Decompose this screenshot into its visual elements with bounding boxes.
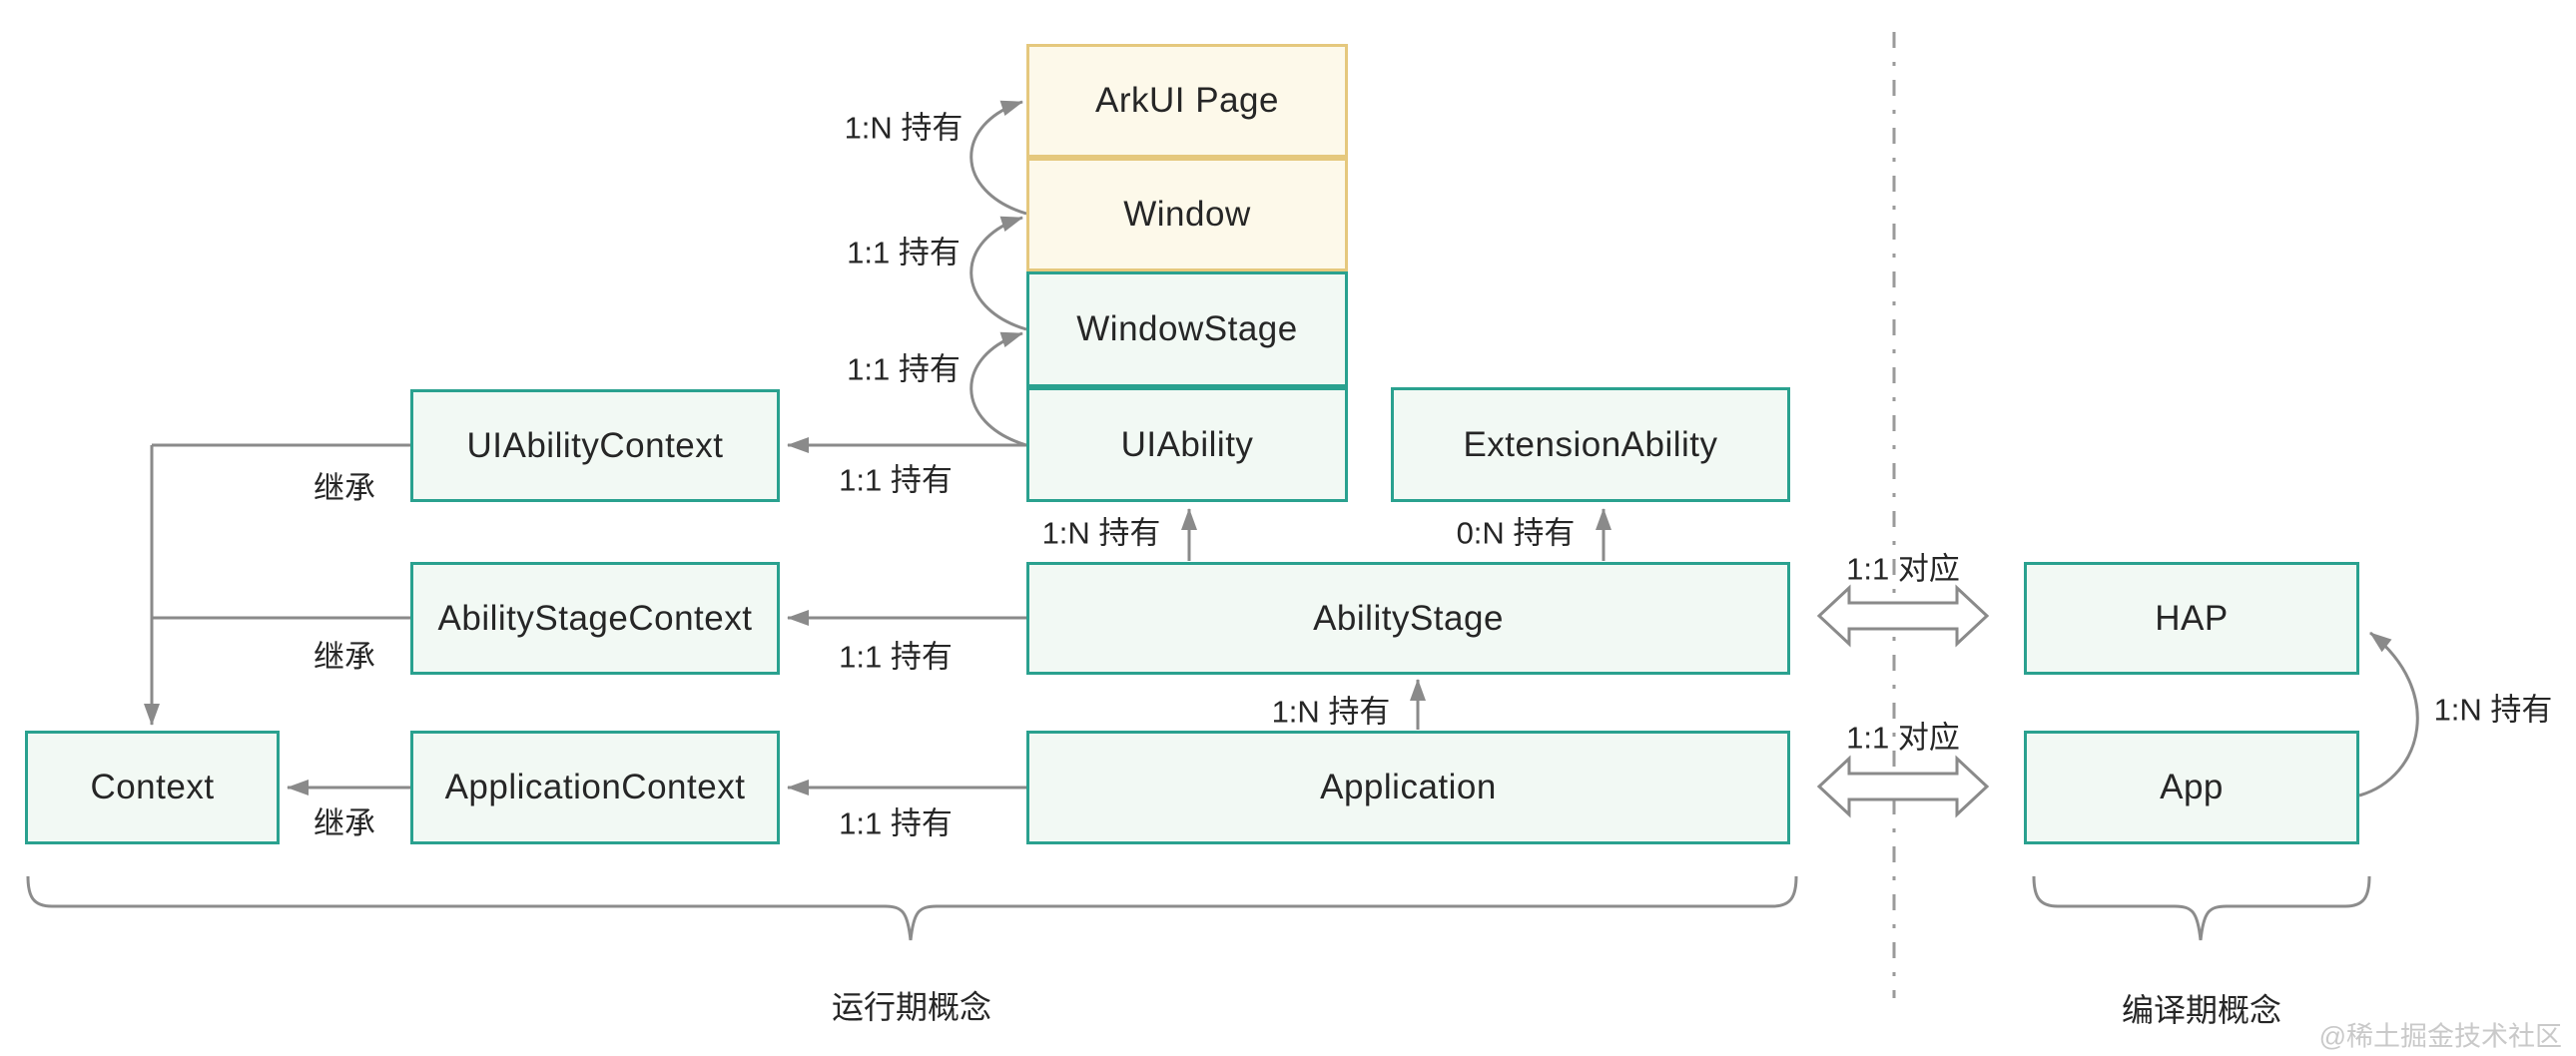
node-windowstage-label: WindowStage <box>1076 309 1298 348</box>
arc-window-to-arkuipage <box>969 100 1027 216</box>
node-applicationcontext-label: ApplicationContext <box>444 768 746 806</box>
node-hap: HAP <box>2024 562 2359 675</box>
node-abilitystage: AbilityStage <box>1026 562 1790 675</box>
double-arrow-abilitystage-hap <box>1816 584 1990 648</box>
node-uiability: UIAbility <box>1026 387 1348 502</box>
node-uiabilitycontext: UIAbilityContext <box>410 389 780 502</box>
node-application-label: Application <box>1320 768 1497 806</box>
arc-windowstage-to-window <box>969 216 1027 331</box>
node-abilitystagecontext: AbilityStageContext <box>410 562 780 675</box>
node-hap-label: HAP <box>2155 598 2229 638</box>
node-arkui-page: ArkUI Page <box>1026 44 1348 158</box>
label-application-holds-abilitystage: 1:N 持有 <box>1271 694 1391 730</box>
label-uiability-holds-uicontext: 1:1 持有 <box>839 462 953 498</box>
label-abilitystage-holds-uiability: 1:N 持有 <box>1041 515 1161 551</box>
double-arrow-application-app <box>1816 755 1990 818</box>
section-label-compile: 编译期概念 <box>2121 992 2282 1028</box>
label-window-holds-page: 1:N 持有 <box>844 110 964 146</box>
node-abilitystagecontext-label: AbilityStageContext <box>437 598 753 638</box>
node-uiabilitycontext-label: UIAbilityContext <box>466 425 724 465</box>
label-abilitystage-maps-hap: 1:1 对应 <box>1846 551 1960 587</box>
node-abilitystage-label: AbilityStage <box>1313 598 1504 638</box>
node-context: Context <box>25 731 280 844</box>
node-app: App <box>2024 731 2359 844</box>
label-abilitystage-holds-stagecontext: 1:1 持有 <box>839 639 953 675</box>
node-context-label: Context <box>90 768 215 806</box>
compile-brace <box>2032 875 2371 941</box>
node-extensionability-label: ExtensionAbility <box>1463 424 1718 464</box>
section-label-runtime: 运行期概念 <box>831 989 992 1025</box>
node-window: Window <box>1026 158 1348 271</box>
node-app-label: App <box>2160 768 2224 806</box>
node-uiability-label: UIAbility <box>1120 424 1254 464</box>
label-inherit-appcontext: 继承 <box>314 805 375 841</box>
node-application: Application <box>1026 731 1790 844</box>
arc-uiability-to-windowstage <box>969 331 1027 447</box>
label-windowstage-holds-window: 1:1 持有 <box>847 235 961 270</box>
node-applicationcontext: ApplicationContext <box>410 731 780 844</box>
label-app-holds-hap: 1:N 持有 <box>2433 692 2553 728</box>
runtime-brace <box>26 875 1798 941</box>
label-inherit-stagecontext: 继承 <box>314 639 375 675</box>
label-uiability-holds-windowstage: 1:1 持有 <box>847 351 961 387</box>
label-application-maps-app: 1:1 对应 <box>1846 720 1960 756</box>
label-abilitystage-holds-extension: 0:N 持有 <box>1456 515 1576 551</box>
node-arkui-page-label: ArkUI Page <box>1095 81 1279 120</box>
node-windowstage: WindowStage <box>1026 271 1348 387</box>
node-window-label: Window <box>1123 195 1251 234</box>
arc-app-to-hap <box>2358 631 2419 797</box>
label-inherit-uiabilitycontext: 继承 <box>314 470 375 506</box>
node-extensionability: ExtensionAbility <box>1391 387 1790 502</box>
watermark-text: @稀土掘金技术社区 <box>2318 1021 2562 1052</box>
label-application-holds-appcontext: 1:1 持有 <box>839 805 953 841</box>
